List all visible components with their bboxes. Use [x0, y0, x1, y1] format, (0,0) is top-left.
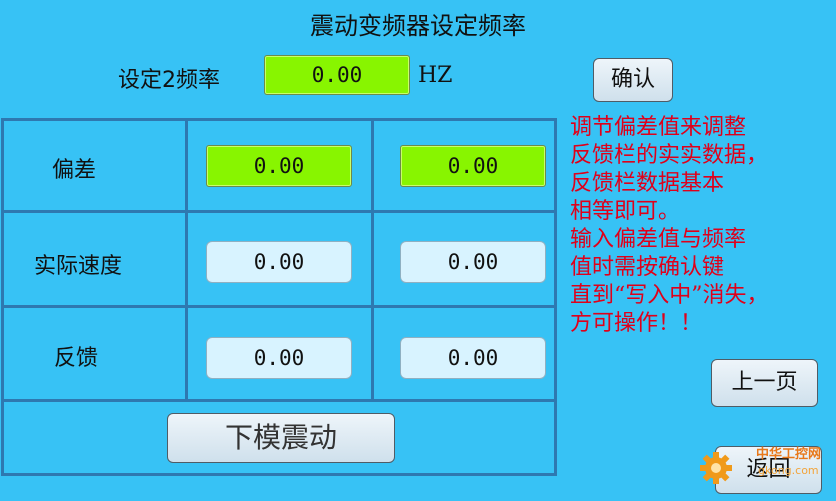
- lower-mold-vibrate-button[interactable]: 下模震动: [167, 413, 395, 463]
- row-label-feedback: 反馈: [54, 346, 99, 371]
- prev-page-button[interactable]: 上一页: [711, 359, 818, 407]
- deviation-input-1[interactable]: 0.00: [206, 145, 352, 187]
- table-divider: [185, 118, 188, 402]
- actual-speed-value-1: 0.00: [206, 241, 352, 283]
- instruction-line: 直到“写入中”消失，: [570, 283, 769, 308]
- instruction-line: 相等即可。: [570, 199, 681, 224]
- confirm-button[interactable]: 确认: [593, 58, 673, 102]
- unit-label: HZ: [418, 63, 453, 88]
- instruction-line: 反馈栏的实实数据，: [570, 143, 769, 168]
- instructions-text: 调节偏差值来调整 反馈栏的实实数据， 反馈栏数据基本 相等即可。 输入偏差值与频…: [570, 114, 832, 338]
- row-label-deviation: 偏差: [52, 158, 97, 183]
- feedback-value-2: 0.00: [400, 337, 546, 379]
- gkong-logo: 中华工控网 gkong.com: [700, 446, 821, 484]
- feedback-value-1: 0.00: [206, 337, 352, 379]
- deviation-input-2[interactable]: 0.00: [400, 145, 546, 187]
- data-table: [1, 118, 557, 476]
- gear-icon: [700, 452, 732, 484]
- table-divider: [1, 399, 557, 402]
- watermark-text: 中华工控网: [756, 446, 821, 462]
- instruction-line: 调节偏差值来调整: [570, 115, 747, 140]
- setpoint-input[interactable]: 0.00: [264, 55, 410, 95]
- setpoint-label: 设定2频率: [118, 68, 220, 93]
- table-divider: [1, 210, 557, 213]
- back-button[interactable]: 返回: [715, 446, 822, 494]
- instruction-line: 反馈栏数据基本: [570, 171, 725, 196]
- page-title: 震动变频器设定频率: [310, 12, 526, 40]
- row-label-actual-speed: 实际速度: [34, 254, 123, 279]
- table-divider: [1, 305, 557, 308]
- instruction-line: 方可操作！！: [570, 311, 703, 336]
- instruction-line: 值时需按确认键: [570, 255, 725, 280]
- watermark-url: gkong.com: [758, 464, 819, 477]
- actual-speed-value-2: 0.00: [400, 241, 546, 283]
- table-divider: [371, 118, 374, 402]
- instruction-line: 输入偏差值与频率: [570, 227, 747, 252]
